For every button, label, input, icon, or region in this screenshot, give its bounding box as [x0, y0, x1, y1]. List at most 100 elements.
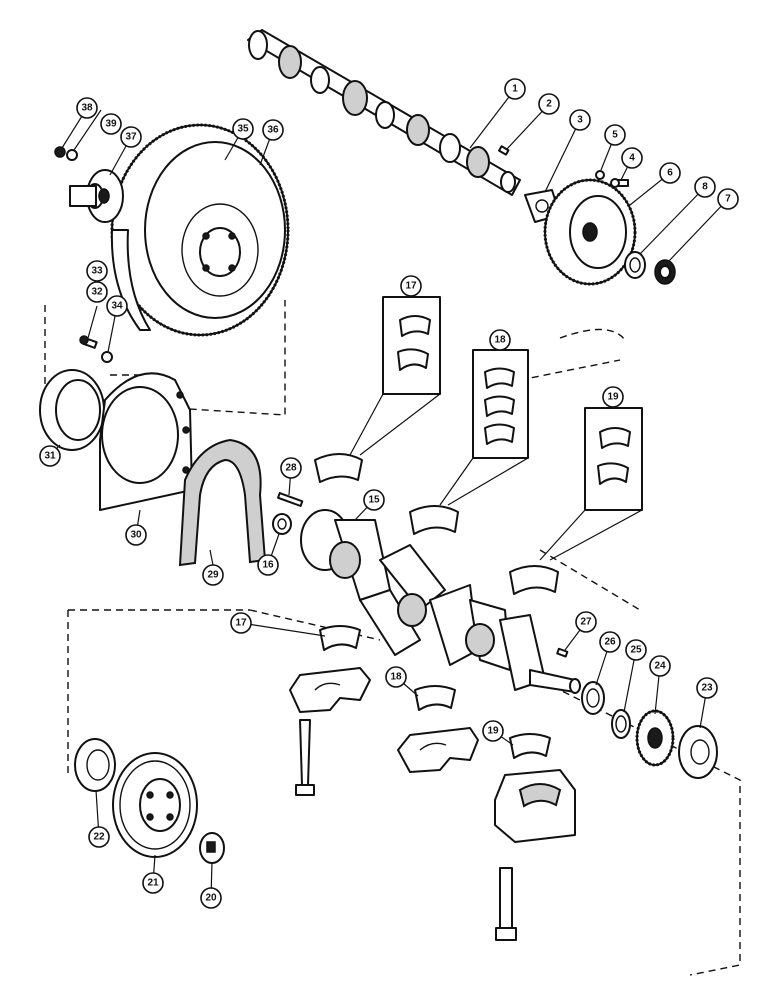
callout-label: 33: [91, 266, 103, 277]
cam-lockwasher: [595, 170, 605, 180]
callout-17-top: 17: [400, 275, 422, 297]
callout-25: 25: [625, 639, 647, 661]
flywheel: [110, 123, 290, 337]
callout-18-bottom: 18: [385, 666, 407, 688]
callout-label: 15: [368, 495, 380, 506]
callout-33: 33: [86, 260, 108, 282]
callout-17-bottom: 17: [230, 612, 252, 634]
main-bearing-cap-front: [289, 667, 371, 713]
callout-8: 8: [694, 176, 716, 198]
callout-30: 30: [125, 524, 147, 546]
callout-label: 17: [405, 281, 417, 292]
callout-28: 28: [280, 457, 302, 479]
callout-39: 39: [100, 113, 122, 135]
callout-7: 7: [717, 188, 739, 210]
callout-19-bottom: 19: [482, 720, 504, 742]
pilot-bushing: [272, 513, 292, 535]
callout-16: 16: [257, 554, 279, 576]
callout-label: 36: [267, 125, 279, 136]
bearing-inset-19: [539, 407, 643, 561]
bearing-inset-17: [349, 296, 441, 456]
callout-label: 6: [667, 168, 673, 179]
callout-21: 21: [142, 872, 164, 894]
callout-label: 21: [147, 878, 159, 889]
callout-29: 29: [202, 564, 224, 586]
callout-label: 30: [130, 530, 142, 541]
callout-22: 22: [88, 826, 110, 848]
crankshaft: [300, 509, 581, 694]
crankshaft-gear: [635, 709, 675, 767]
bearing-inset-18: [439, 349, 529, 506]
callout-label: 27: [580, 617, 592, 628]
callout-label: 25: [630, 645, 642, 656]
callout-23: 23: [696, 677, 718, 699]
callout-label: 23: [701, 683, 713, 694]
callout-label: 37: [125, 132, 137, 143]
callout-label: 5: [612, 130, 618, 141]
main-bearing-cap-rear: [494, 769, 576, 843]
callout-label: 31: [44, 451, 56, 462]
callout-label: 35: [237, 124, 249, 135]
callout-36: 36: [262, 119, 284, 141]
callout-label: 24: [654, 661, 666, 672]
callout-label: 19: [487, 726, 499, 737]
callout-label: 28: [285, 463, 297, 474]
callout-label: 2: [546, 99, 552, 110]
callout-24: 24: [649, 655, 671, 677]
callout-2: 2: [538, 93, 560, 115]
front-seal: [74, 738, 116, 792]
callout-label: 4: [629, 153, 635, 164]
cap-bolt-rear: [495, 867, 517, 941]
callout-4: 4: [621, 147, 643, 169]
callout-label: 39: [105, 119, 117, 130]
callout-label: 22: [93, 832, 105, 843]
upper-bearing-shell-center: [409, 505, 459, 535]
lower-bearing-shell-18: [414, 685, 456, 711]
callout-15: 15: [363, 489, 385, 511]
upper-bearing-shell-front: [314, 453, 363, 483]
hub-nut: [54, 146, 66, 158]
callout-label: 8: [702, 182, 708, 193]
rear-oil-seal: [39, 369, 105, 451]
spacer-25: [611, 709, 631, 739]
dowel-pin: [277, 492, 304, 507]
callout-6: 6: [659, 162, 681, 184]
callout-label: 29: [207, 570, 219, 581]
callout-34: 34: [106, 295, 128, 317]
crank-key: [556, 647, 569, 658]
callout-label: 26: [604, 637, 616, 648]
flywheel-hub: [69, 169, 124, 223]
callout-label: 1: [512, 84, 518, 95]
callout-label: 32: [91, 287, 103, 298]
callout-1: 1: [504, 78, 526, 100]
lower-bearing-shell-19: [509, 733, 551, 759]
cam-gear-bolt: [610, 178, 629, 188]
callout-label: 3: [577, 115, 583, 126]
upper-bearing-shell-rear: [509, 565, 559, 595]
callout-27: 27: [575, 611, 597, 633]
seal-retainer-lockwasher: [101, 351, 113, 363]
callout-18-top: 18: [489, 329, 511, 351]
callout-label: 18: [494, 335, 506, 346]
camshaft-key: [498, 145, 510, 156]
seal-retainer-bolt: [79, 335, 98, 349]
callout-label: 34: [111, 301, 123, 312]
callout-38: 38: [76, 97, 98, 119]
hub-washer: [66, 149, 78, 161]
callout-label: 19: [607, 392, 619, 403]
camshaft: [247, 29, 521, 196]
camshaft-gear: [543, 178, 637, 286]
cap-bolt-front: [295, 719, 315, 796]
main-bearing-cap-center: [397, 727, 479, 773]
callout-26: 26: [599, 631, 621, 653]
callout-32: 32: [86, 281, 108, 303]
callout-5: 5: [604, 124, 626, 146]
callout-20: 20: [200, 887, 222, 909]
crankshaft-pulley: [112, 752, 198, 858]
spacer-26: [581, 681, 605, 715]
callout-label: 7: [725, 194, 731, 205]
oil-slinger: [678, 725, 718, 779]
callout-label: 38: [81, 103, 93, 114]
pulley-nut: [199, 832, 225, 864]
